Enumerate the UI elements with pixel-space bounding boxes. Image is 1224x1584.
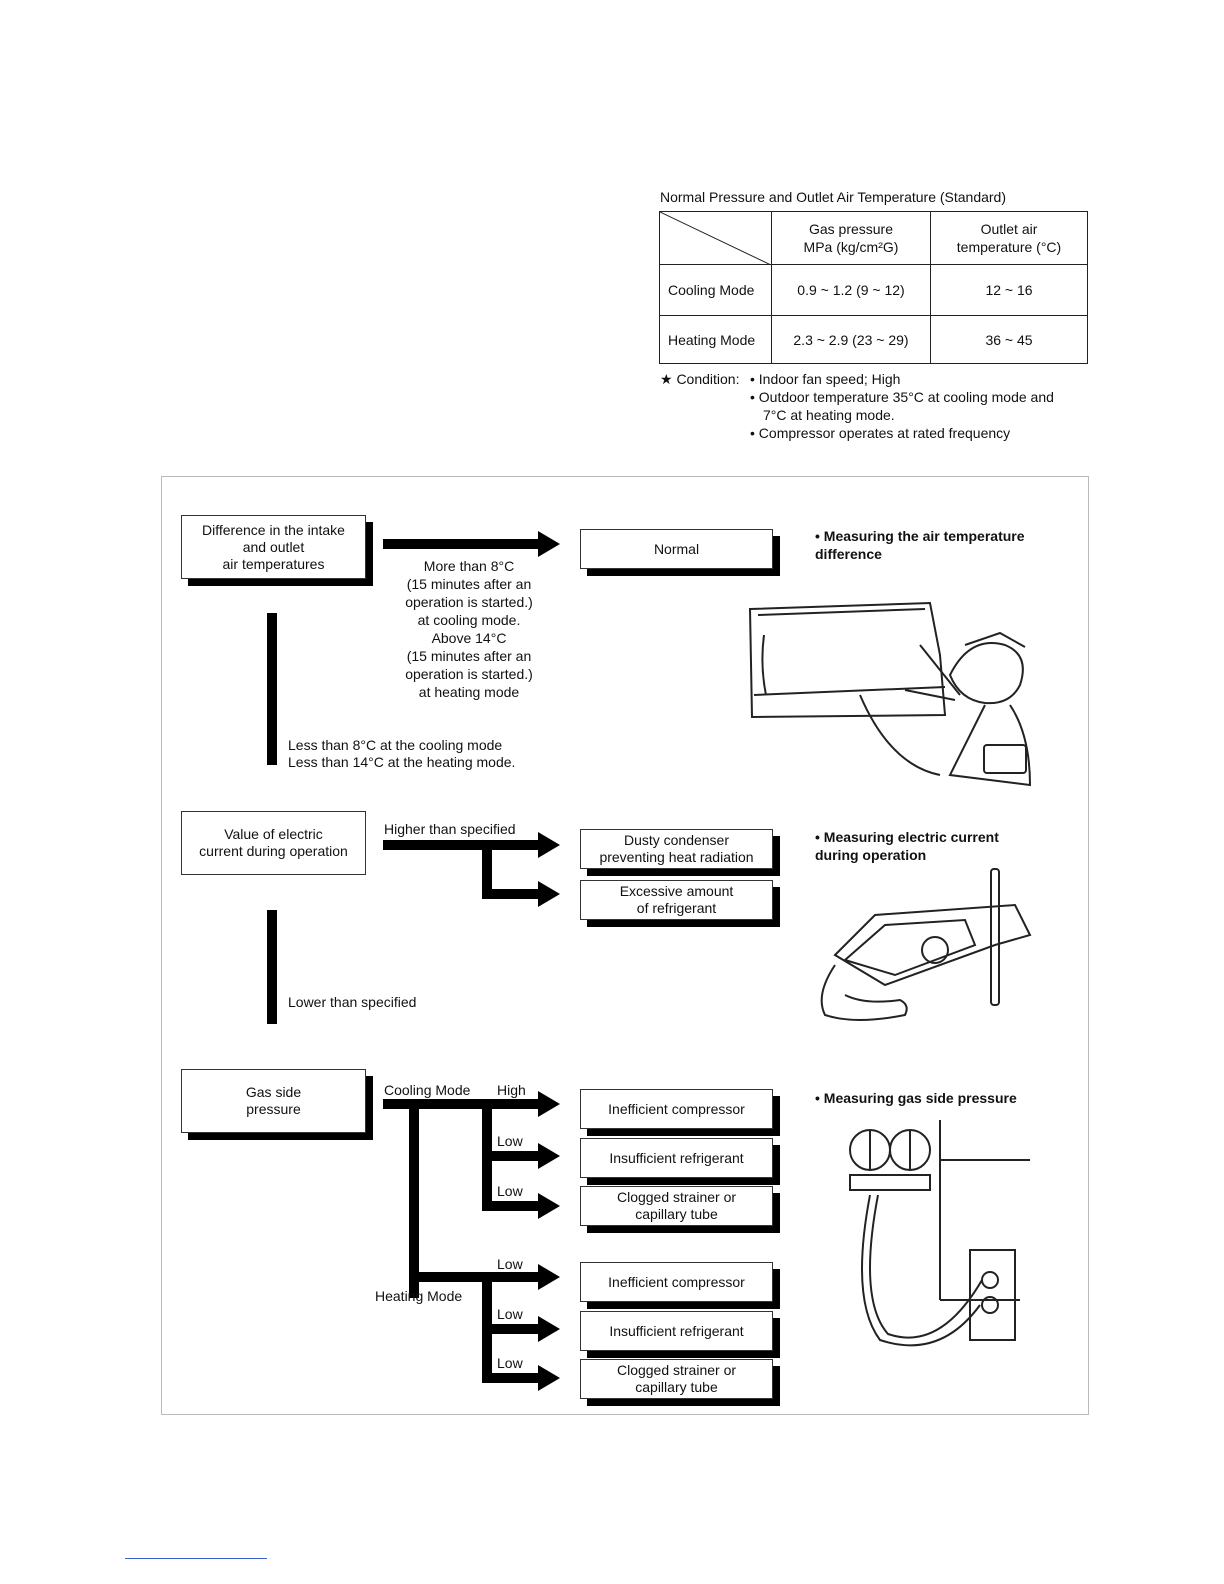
- higher-label: Higher than specified: [384, 821, 516, 837]
- insufficient-refrigerant-box: Insufficient refrigerant: [580, 1311, 773, 1351]
- table-corner: [659, 211, 772, 265]
- current-measure-heading: • Measuring electric current during oper…: [815, 829, 999, 863]
- lower-label: Lower than specified: [288, 994, 417, 1010]
- header-outlet-temp: Outlet air temperature (°C): [930, 211, 1088, 265]
- cell-cooling-temp: 12 ~ 16: [930, 264, 1088, 316]
- pressure-temperature-table: Gas pressure MPa (kg/cm²G) Outlet air te…: [659, 211, 1088, 364]
- condition-line: 7°C at heating mode.: [763, 407, 895, 423]
- condition-prefix: ★ Condition:: [660, 371, 740, 387]
- cell-cooling-pressure: 0.9 ~ 1.2 (9 ~ 12): [771, 264, 931, 316]
- low-label: Low: [497, 1133, 523, 1149]
- footer-rule: [125, 1558, 267, 1559]
- low-label: Low: [497, 1256, 523, 1272]
- temp-criteria-label: More than 8°C (15 minutes after an opera…: [405, 558, 533, 700]
- condition-line: • Indoor fan speed; High: [750, 371, 901, 387]
- cooling-mode-label: Cooling Mode: [384, 1082, 471, 1098]
- flow-connector: [267, 910, 277, 1024]
- high-label: High: [497, 1082, 526, 1098]
- low-label: Low: [497, 1355, 523, 1371]
- temp-measure-heading: • Measuring the air temperature differen…: [815, 528, 1025, 562]
- gas-pressure-box: Gas side pressure: [181, 1069, 366, 1133]
- cell-heating-pressure: 2.3 ~ 2.9 (23 ~ 29): [771, 315, 931, 364]
- low-label: Low: [497, 1306, 523, 1322]
- dusty-condenser-box: Dusty condenser preventing heat radiatio…: [580, 829, 773, 869]
- temp-less-label: Less than 8°C at the cooling mode Less t…: [288, 737, 516, 770]
- gas-measure-heading: • Measuring gas side pressure: [815, 1090, 1017, 1106]
- condition-line: • Compressor operates at rated frequency: [750, 425, 1011, 441]
- technician-ac-illustration: [748, 601, 1032, 787]
- clogged-strainer-box: Clogged strainer or capillary tube: [580, 1186, 773, 1226]
- low-label: Low: [497, 1183, 523, 1199]
- clogged-strainer-box: Clogged strainer or capillary tube: [580, 1359, 773, 1399]
- inefficient-compressor-box: Inefficient compressor: [580, 1262, 773, 1302]
- normal-box: Normal: [580, 529, 773, 569]
- header-gas-pressure: Gas pressure MPa (kg/cm²G): [771, 211, 931, 265]
- current-value-box: Value of electric current during operati…: [181, 811, 366, 875]
- heating-mode-label: Heating Mode: [375, 1288, 463, 1304]
- excessive-refrigerant-box: Excessive amount of refrigerant: [580, 880, 773, 920]
- insufficient-refrigerant-box: Insufficient refrigerant: [580, 1138, 773, 1178]
- manifold-gauge-illustration: [849, 1120, 1030, 1347]
- clamp-meter-illustration: [820, 868, 1032, 1021]
- flow-connector: [267, 613, 277, 765]
- flowchart-frame: [161, 476, 1089, 1415]
- row-label-cooling: Cooling Mode: [659, 264, 772, 316]
- condition-line: • Outdoor temperature 35°C at cooling mo…: [750, 389, 1054, 405]
- cell-heating-temp: 36 ~ 45: [930, 315, 1088, 364]
- temp-difference-box: Difference in the intake and outlet air …: [181, 515, 366, 579]
- table-caption: Normal Pressure and Outlet Air Temperatu…: [660, 189, 1007, 205]
- row-label-heating: Heating Mode: [659, 315, 772, 364]
- inefficient-compressor-box: Inefficient compressor: [580, 1089, 773, 1129]
